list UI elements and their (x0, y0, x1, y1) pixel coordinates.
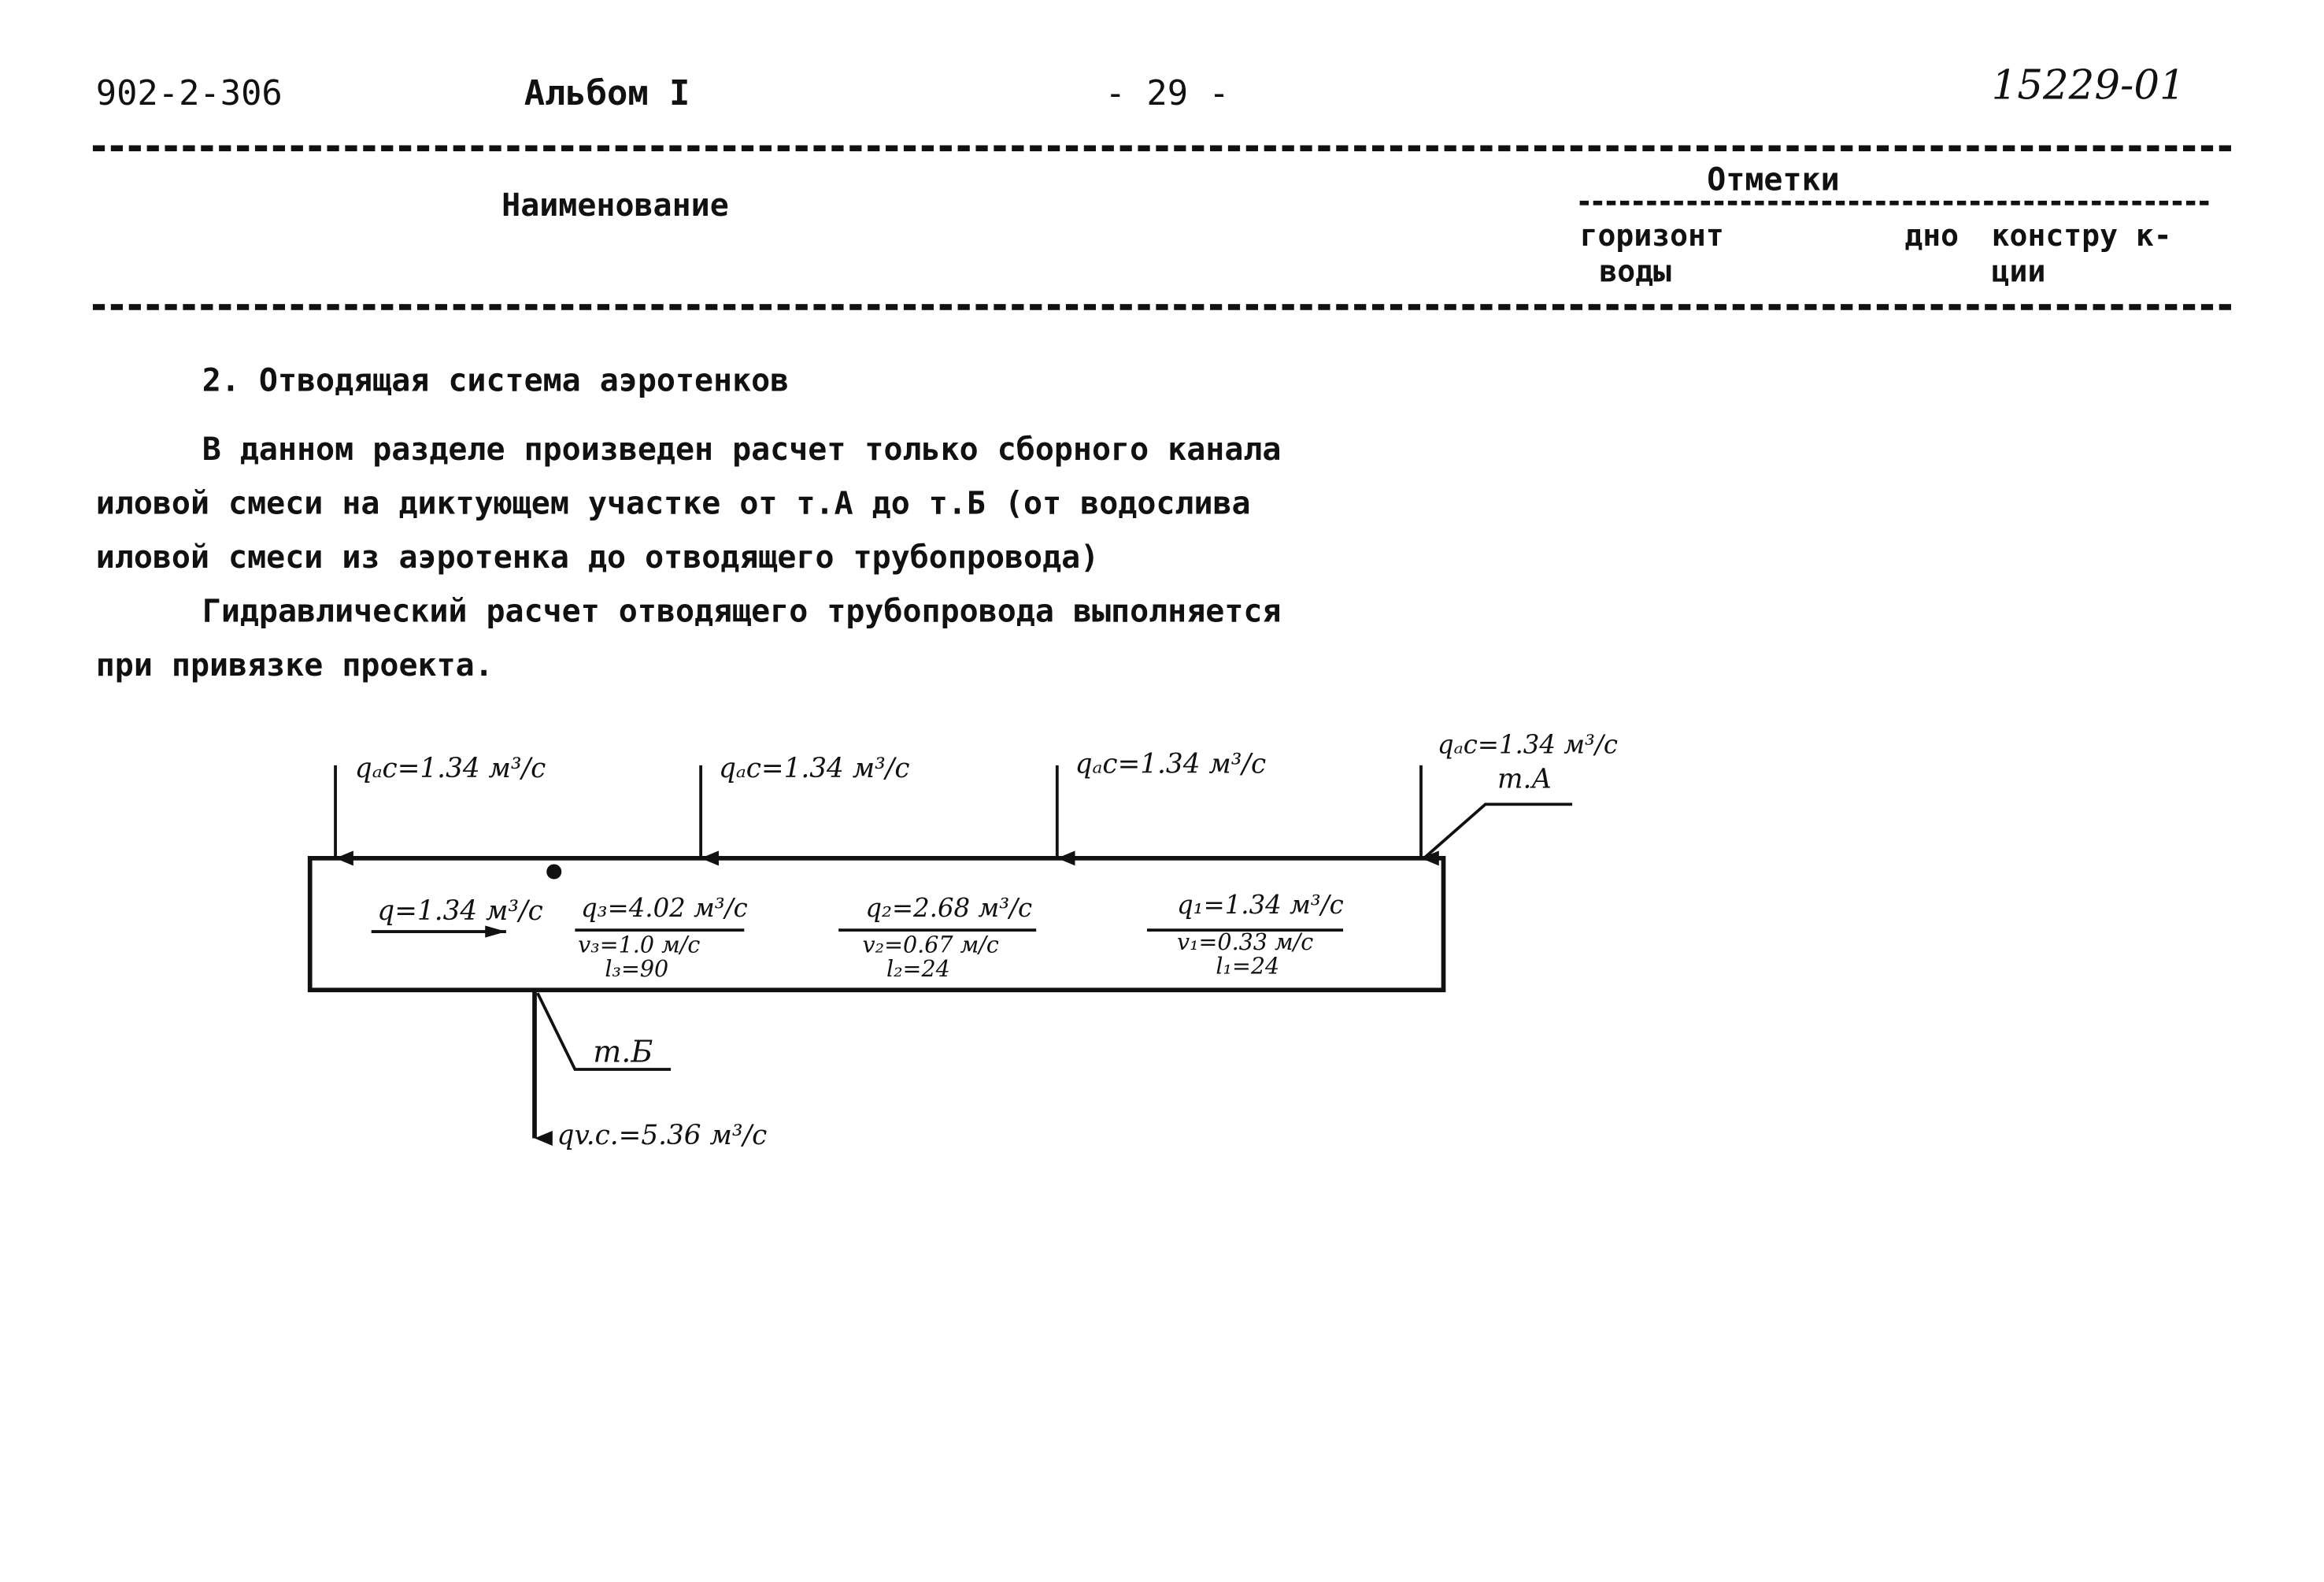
doc-number: 902-2-306 (95, 75, 283, 114)
segment-2-flow: q₂=2.68 м³/с (865, 894, 1033, 924)
paragraph-1-line-3: иловой смеси из аэротенка до отводящего … (95, 539, 1100, 576)
inflow-label-2: qₐc=1.34 м³/с (718, 753, 910, 785)
paragraph-1-line-2: иловой смеси на диктующем участке от т.А… (95, 485, 1251, 521)
inflow-label-3: qₐc=1.34 м³/с (1075, 749, 1267, 780)
marks-underline (1579, 200, 2209, 206)
album-label: Альбом I (524, 75, 690, 114)
segment-1-velocity: v₁=0.33 м/с (1176, 928, 1314, 956)
segment-3-length: l₃=90 (605, 955, 669, 983)
ink-dot (546, 864, 562, 880)
segment-2-velocity: v₂=0.67 м/с (862, 932, 999, 959)
segment-1-flow: q₁=1.34 м³/с (1176, 891, 1344, 921)
point-a-label: т.А (1497, 764, 1552, 795)
segment-0-flow: q=1.34 м³/с (377, 895, 543, 928)
column-structure-2: ции (1991, 253, 2046, 290)
section-heading: 2. Отводящая система аэротенков (202, 362, 790, 398)
paragraph-1-line-1: В данном разделе произведен расчет тольк… (202, 431, 1282, 468)
column-water-level-1: горизонт (1579, 217, 1724, 254)
stamp-number: 15229-01 (1991, 62, 2185, 109)
inflow-label-1: qₐc=1.34 м³/с (354, 753, 546, 785)
segment-3-flow: q₃=4.02 м³/с (580, 894, 748, 924)
point-b-leader (536, 992, 672, 1071)
paragraph-2-line-1: Гидравлический расчет отводящего трубопр… (202, 593, 1282, 629)
column-bottom: дно (1904, 217, 1959, 254)
outflow-label: qv.c.=5.36 м³/с (557, 1120, 768, 1152)
segment-2-length: l₂=24 (886, 955, 950, 983)
segment-3-velocity: v₃=1.0 м/с (578, 932, 701, 959)
column-structure-1: констру к- (1991, 217, 2172, 254)
paragraph-2-line-2: при привязке проекта. (95, 647, 494, 684)
divider-bottom (92, 304, 2231, 310)
column-name: Наименование (501, 187, 729, 224)
channel-box (307, 855, 1446, 993)
page-number: - 29 - (1105, 75, 1230, 114)
inflow-label-4: qₐc=1.34 м³/с (1437, 731, 1619, 761)
column-marks-title: Отметки (1707, 161, 1840, 198)
segment-1-length: l₁=24 (1216, 952, 1280, 980)
point-b-label: т.Б (593, 1033, 653, 1070)
point-a-leader (1423, 802, 1573, 860)
divider-top (92, 145, 2231, 152)
column-water-level-2: воды (1599, 253, 1671, 290)
